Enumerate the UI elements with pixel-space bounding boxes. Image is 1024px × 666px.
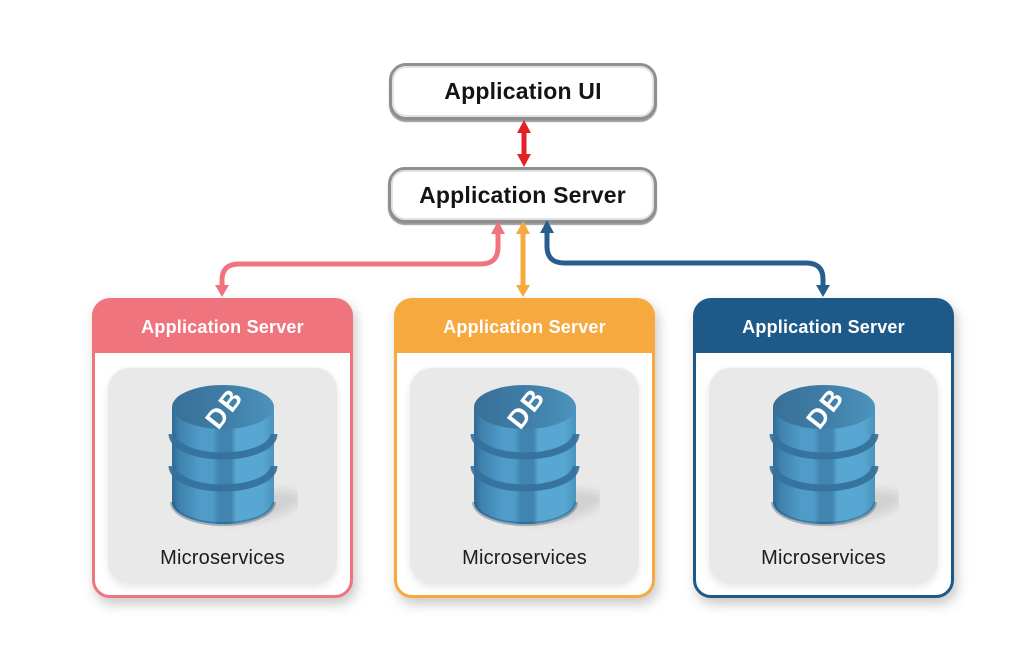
microservices-caption: Microservices xyxy=(462,547,587,569)
cluster-header: Application Server xyxy=(696,301,951,353)
connector-server-pink xyxy=(215,221,505,297)
microservices-caption: Microservices xyxy=(761,547,886,569)
app-server-cluster-orange: Application Server DB Microservices xyxy=(394,298,655,598)
app-server-cluster-pink: Application Server DB Microservices xyxy=(92,298,353,598)
connector-server-blue xyxy=(540,220,830,297)
application-ui-label: Application UI xyxy=(444,78,602,104)
cluster-header-label: Application Server xyxy=(742,316,905,337)
cluster-header: Application Server xyxy=(95,301,350,353)
app-server-cluster-blue: Application Server DB Microservices xyxy=(693,298,954,598)
connector-ui-server xyxy=(517,120,531,167)
connector-server-orange xyxy=(516,221,530,297)
cluster-header: Application Server xyxy=(397,301,652,353)
microservices-panel: DB Microservices xyxy=(410,367,639,583)
microservices-panel: DB Microservices xyxy=(108,367,337,583)
microservices-caption: Microservices xyxy=(160,547,285,569)
database-icon: DB xyxy=(168,382,298,526)
microservices-panel: DB Microservices xyxy=(709,367,938,583)
application-ui-node: Application UI xyxy=(389,63,657,120)
database-icon: DB xyxy=(769,382,899,526)
cluster-header-label: Application Server xyxy=(141,316,304,337)
application-server-label: Application Server xyxy=(419,181,626,208)
database-icon: DB xyxy=(470,382,600,526)
application-server-node: Application Server xyxy=(388,167,657,223)
cluster-header-label: Application Server xyxy=(443,316,606,337)
